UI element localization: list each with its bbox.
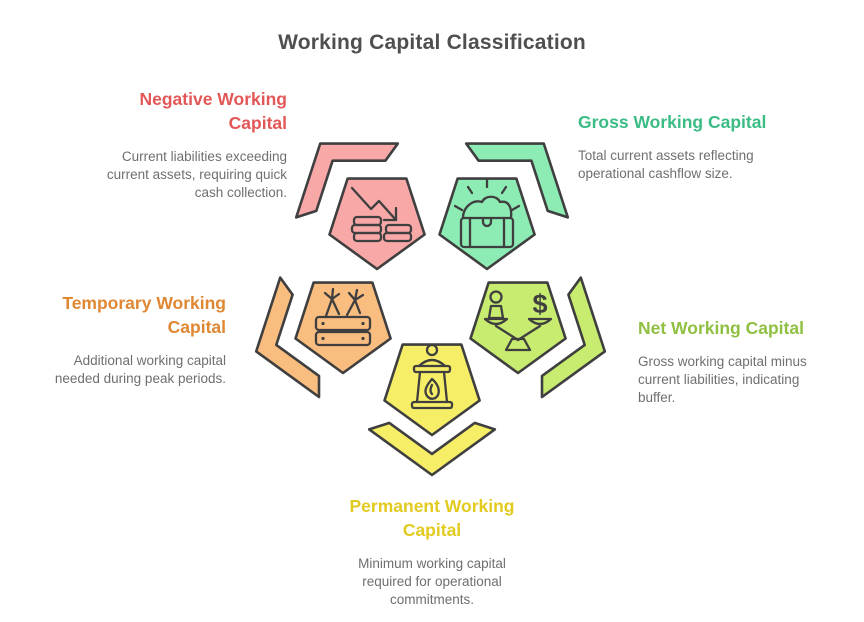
card-temporary-working-capital: Temporary Working Capital Additional wor… bbox=[31, 291, 226, 388]
card-heading-temporary: Temporary Working Capital bbox=[62, 293, 226, 338]
net-badge: $ bbox=[462, 255, 622, 415]
card-negative-working-capital: Negative Working Capital Current liabili… bbox=[57, 87, 287, 202]
harvest-crate-icon bbox=[314, 287, 372, 347]
gross-badge-graphic bbox=[438, 142, 570, 271]
card-description-negative: Current liabilities exceeding current as… bbox=[106, 149, 287, 201]
card-heading-permanent: Permanent Working Capital bbox=[349, 496, 515, 541]
net-badge-graphic: $ bbox=[469, 276, 607, 399]
card-net-working-capital: Net Working Capital Gross working capita… bbox=[638, 316, 838, 407]
card-gross-working-capital: Gross Working Capital Total current asse… bbox=[578, 110, 818, 183]
temporary-badge bbox=[239, 255, 399, 415]
page-title: Working Capital Classification bbox=[278, 31, 586, 54]
temporary-badge-graphic bbox=[254, 276, 392, 399]
declining-chart-coins-icon bbox=[350, 186, 413, 243]
temporary-pentagon bbox=[294, 281, 392, 375]
permanent-ribbon bbox=[367, 421, 497, 477]
balance-scale-icon: $ bbox=[483, 289, 553, 352]
card-description-gross: Total current assets reflecting operatio… bbox=[578, 148, 754, 182]
negative-pentagon bbox=[328, 177, 426, 271]
gross-ribbon bbox=[464, 142, 570, 219]
negative-ribbon bbox=[294, 142, 400, 219]
permanent-badge-graphic bbox=[367, 343, 497, 477]
card-description-net: Gross working capital minus current liab… bbox=[638, 354, 807, 406]
gross-badge bbox=[425, 121, 585, 281]
card-permanent-working-capital: Permanent Working Capital Minimum workin… bbox=[310, 494, 554, 609]
negative-badge-graphic bbox=[294, 142, 426, 271]
card-description-temporary: Additional working capital needed during… bbox=[54, 353, 226, 387]
negative-badge bbox=[279, 121, 439, 281]
permanent-badge bbox=[352, 333, 512, 493]
temporary-ribbon bbox=[254, 276, 321, 399]
lantern-icon bbox=[410, 343, 454, 410]
card-heading-gross: Gross Working Capital bbox=[578, 112, 767, 132]
card-heading-negative: Negative Working Capital bbox=[139, 89, 288, 134]
card-heading-net: Net Working Capital bbox=[638, 318, 804, 338]
net-ribbon bbox=[540, 276, 607, 399]
treasure-chest-icon bbox=[453, 178, 521, 249]
svg-text:$: $ bbox=[532, 289, 547, 319]
card-description-permanent: Minimum working capital required for ope… bbox=[358, 556, 506, 608]
permanent-pentagon bbox=[383, 343, 481, 437]
